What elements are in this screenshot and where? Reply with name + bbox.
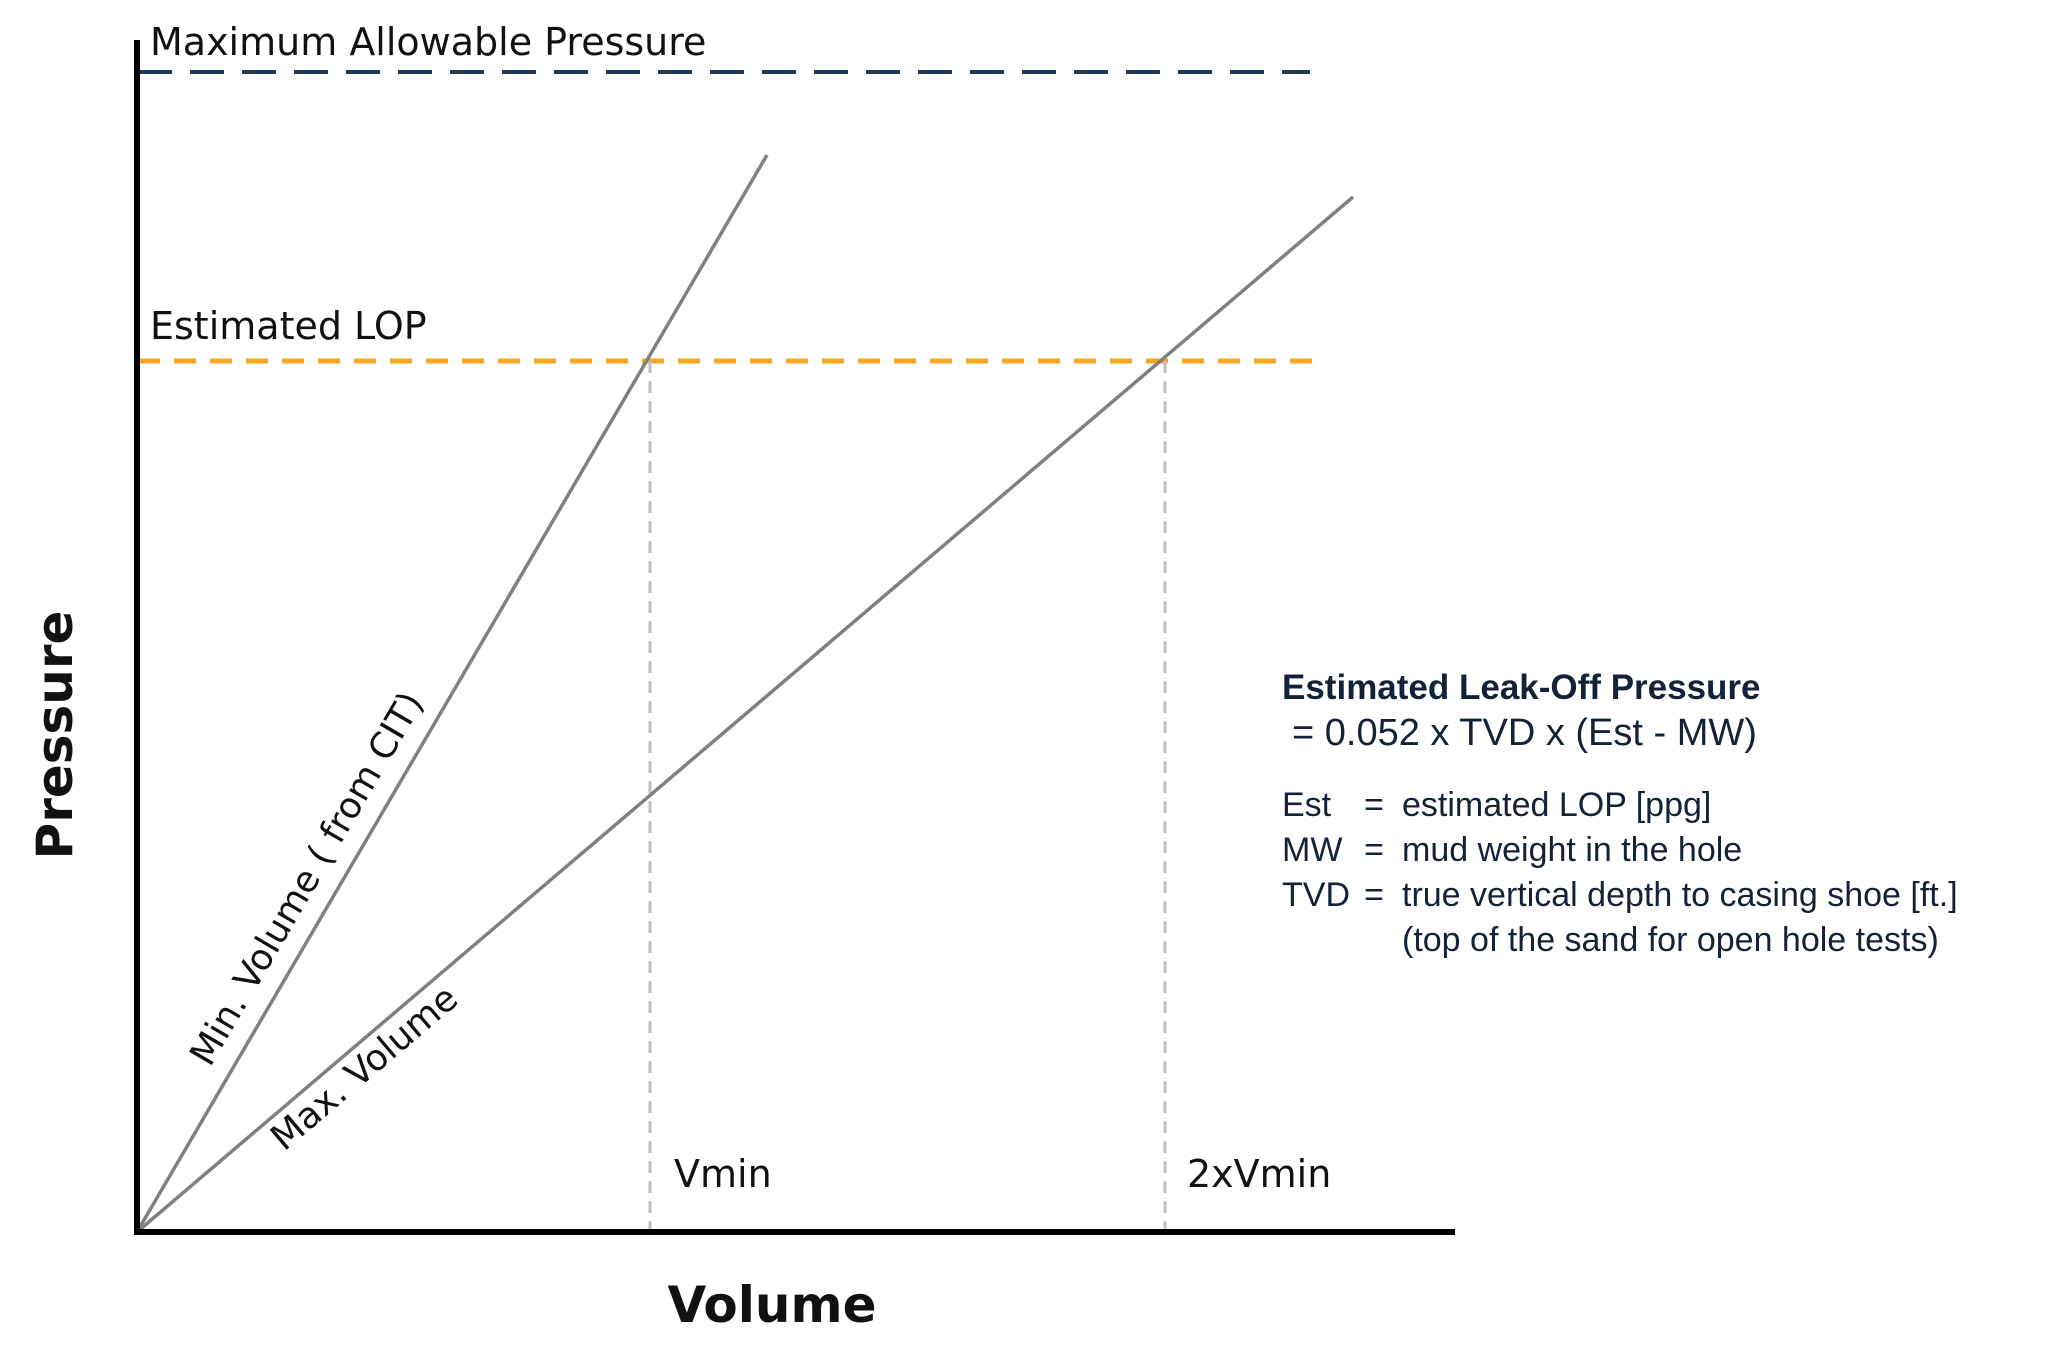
definition-row-mw: MW = mud weight in the hole [1282, 828, 1958, 873]
definitions-list: Est = estimated LOP [ppg] MW = mud weigh… [1282, 783, 1958, 963]
vmin-label: Vmin [674, 1152, 772, 1196]
definition-row-tvd: TVD = true vertical depth to casing shoe… [1282, 873, 1958, 918]
max-volume-label: Max. Volume [263, 978, 466, 1159]
min-volume-line [135, 154, 769, 1233]
definition-key: TVD [1282, 876, 1350, 914]
definition-row-est: Est = estimated LOP [ppg] [1282, 783, 1958, 828]
formula-box: Estimated Leak-Off Pressure = 0.052 x TV… [1282, 668, 1958, 963]
definition-value: estimated LOP [ppg] [1402, 786, 1712, 824]
definition-key: MW [1282, 831, 1343, 869]
estimated-lop-label: Estimated LOP [150, 304, 427, 348]
definition-key: Est [1282, 786, 1332, 824]
x-axis-title: Volume [667, 1276, 876, 1334]
max-allowable-pressure-label: Maximum Allowable Pressure [150, 20, 706, 64]
formula-equation: = 0.052 x TVD x (Est - MW) [1292, 712, 1757, 754]
definition-equals: = [1364, 831, 1384, 869]
y-axis-title: Pressure [26, 611, 84, 860]
definition-value: mud weight in the hole [1402, 831, 1743, 869]
two-vmin-label: 2xVmin [1187, 1152, 1331, 1196]
definition-equals: = [1364, 786, 1384, 824]
max-volume-line [135, 195, 1355, 1234]
definition-equals: = [1364, 876, 1384, 914]
definition-value: true vertical depth to casing shoe [ft.] [1402, 876, 1958, 914]
definition-row-note: (top of the sand for open hole tests) [1282, 918, 1958, 963]
definition-value: (top of the sand for open hole tests) [1402, 921, 1939, 959]
definition-key [1282, 918, 1364, 963]
formula-title: Estimated Leak-Off Pressure [1282, 668, 1761, 707]
definition-equals [1364, 918, 1402, 963]
